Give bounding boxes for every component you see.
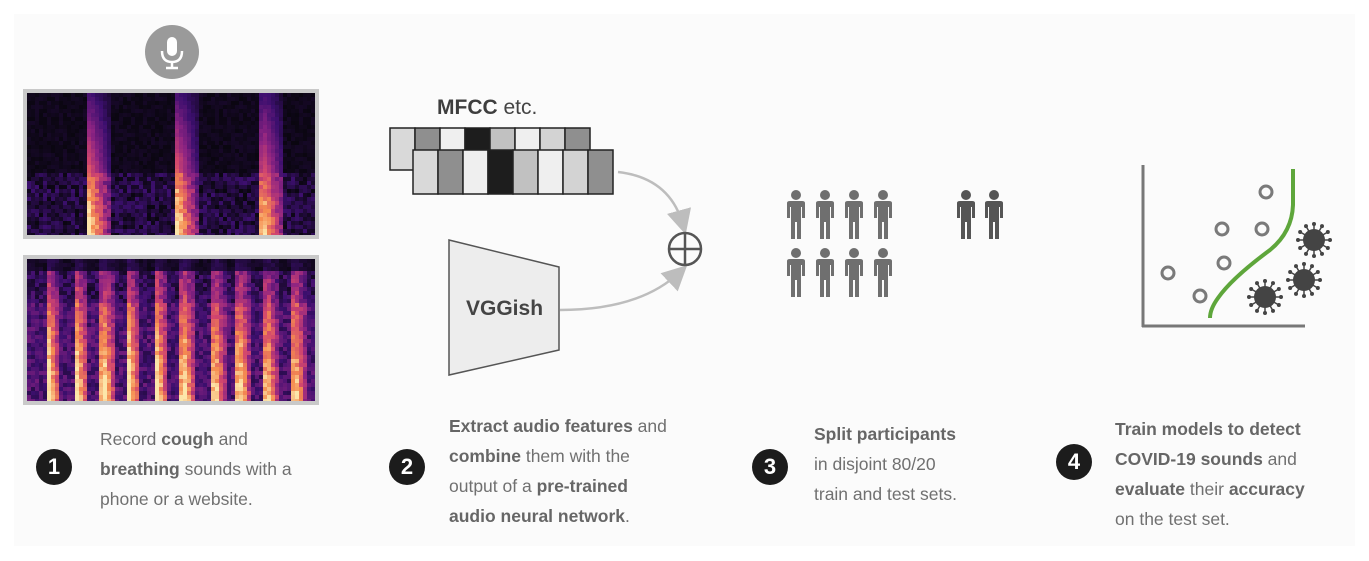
virus-icon bbox=[1286, 262, 1322, 298]
step-3-badge: 3 bbox=[752, 449, 788, 485]
step-3-number: 3 bbox=[763, 454, 777, 479]
caption-text: train and test sets. bbox=[814, 484, 957, 504]
caption-emphasis: combine bbox=[449, 446, 521, 466]
healthy-sample-marker bbox=[1160, 265, 1176, 281]
caption-text: phone or a website. bbox=[100, 489, 253, 509]
person-icon-test bbox=[957, 190, 975, 239]
caption-line: Train models to detect bbox=[1115, 414, 1355, 444]
virus-icon bbox=[1296, 222, 1332, 258]
participants-split bbox=[787, 190, 1003, 297]
mfcc-arrow bbox=[617, 170, 692, 235]
caption-emphasis: Train models to detect bbox=[1115, 419, 1301, 439]
caption-line: Record cough and bbox=[100, 424, 360, 454]
caption-emphasis: Split participants bbox=[814, 424, 956, 444]
caption-emphasis: accuracy bbox=[1228, 479, 1305, 499]
caption-emphasis: audio neural network bbox=[449, 506, 625, 526]
person-icon-train bbox=[816, 190, 834, 239]
step-1-number: 1 bbox=[47, 454, 61, 479]
caption-emphasis: COVID-19 sounds bbox=[1115, 449, 1263, 469]
mfcc-title-bold: MFCC bbox=[437, 96, 498, 119]
virus-icon bbox=[1247, 279, 1283, 315]
person-icon-train bbox=[845, 190, 863, 239]
classification-plot bbox=[1141, 165, 1332, 328]
person-icon-train bbox=[787, 248, 805, 297]
mfcc-title-rest: etc. bbox=[497, 96, 538, 119]
healthy-sample-marker bbox=[1216, 255, 1232, 271]
caption-text: . bbox=[625, 506, 630, 526]
step-2-number: 2 bbox=[400, 454, 414, 479]
vggish-arrow bbox=[559, 265, 688, 312]
caption-text: Record bbox=[100, 429, 162, 449]
cough-spectrogram bbox=[23, 89, 319, 239]
caption-text: in disjoint 80/20 bbox=[814, 454, 936, 474]
caption-text: their bbox=[1185, 479, 1229, 499]
caption-line: combine them with the bbox=[449, 441, 719, 471]
mfcc-cell bbox=[537, 149, 564, 195]
caption-line: train and test sets. bbox=[814, 479, 1034, 509]
caption-emphasis: breathing bbox=[100, 459, 180, 479]
caption-text: sounds with a bbox=[179, 459, 292, 479]
caption-line: output of a pre-trained bbox=[449, 471, 719, 501]
mfcc-cell bbox=[512, 149, 539, 195]
healthy-sample-marker bbox=[1254, 221, 1270, 237]
circled-plus-icon bbox=[667, 231, 703, 267]
mfcc-cell bbox=[412, 149, 439, 195]
caption-text: and bbox=[632, 416, 667, 436]
step-4-number: 4 bbox=[1067, 449, 1081, 474]
caption-text: them with the bbox=[520, 446, 630, 466]
step-2-badge: 2 bbox=[389, 449, 425, 485]
person-icon-train bbox=[874, 190, 892, 239]
mfcc-cell bbox=[562, 149, 589, 195]
caption-line: Split participants bbox=[814, 419, 1034, 449]
person-icon-test bbox=[985, 190, 1003, 239]
step-4-badge: 4 bbox=[1056, 444, 1092, 480]
person-icon-train bbox=[787, 190, 805, 239]
caption-emphasis: Extract audio features bbox=[449, 416, 633, 436]
mfcc-cell bbox=[437, 149, 464, 195]
person-icon-train bbox=[874, 248, 892, 297]
caption-text: output of a bbox=[449, 476, 537, 496]
vggish-label: VGGish bbox=[466, 297, 544, 320]
caption-line: evaluate their accuracy bbox=[1115, 474, 1355, 504]
caption-line: Extract audio features and bbox=[449, 411, 719, 441]
microphone-icon bbox=[145, 25, 199, 79]
caption-text: and bbox=[213, 429, 248, 449]
caption-emphasis: pre-trained bbox=[536, 476, 628, 496]
caption-emphasis: cough bbox=[161, 429, 214, 449]
caption-text: on the test set. bbox=[1115, 509, 1230, 529]
caption-emphasis: evaluate bbox=[1115, 479, 1186, 499]
caption-line: COVID-19 sounds and bbox=[1115, 444, 1355, 474]
feature-diagram bbox=[389, 127, 703, 376]
mfcc-front-row bbox=[412, 149, 614, 195]
mfcc-cell bbox=[487, 149, 514, 195]
mfcc-cell bbox=[389, 127, 416, 171]
healthy-sample-marker bbox=[1214, 221, 1230, 237]
mfcc-title: MFCC etc. bbox=[437, 96, 537, 120]
healthy-sample-marker bbox=[1192, 288, 1208, 304]
caption-line: on the test set. bbox=[1115, 504, 1355, 534]
breathing-spectrogram bbox=[23, 255, 319, 405]
caption-text: and bbox=[1262, 449, 1297, 469]
healthy-sample-marker bbox=[1258, 184, 1274, 200]
step-1-badge: 1 bbox=[36, 449, 72, 485]
person-icon-train bbox=[816, 248, 834, 297]
caption-line: audio neural network. bbox=[449, 501, 719, 531]
person-icon-train bbox=[845, 248, 863, 297]
mfcc-cell bbox=[587, 149, 614, 195]
caption-line: in disjoint 80/20 bbox=[814, 449, 1034, 479]
decision-boundary bbox=[1208, 169, 1295, 319]
mfcc-cell bbox=[462, 149, 489, 195]
step-3-caption: Split participants in disjoint 80/20 train… bbox=[814, 419, 1034, 509]
caption-line: phone or a website. bbox=[100, 484, 360, 514]
caption-line: breathing sounds with a bbox=[100, 454, 360, 484]
vggish-network-shape bbox=[448, 239, 560, 376]
